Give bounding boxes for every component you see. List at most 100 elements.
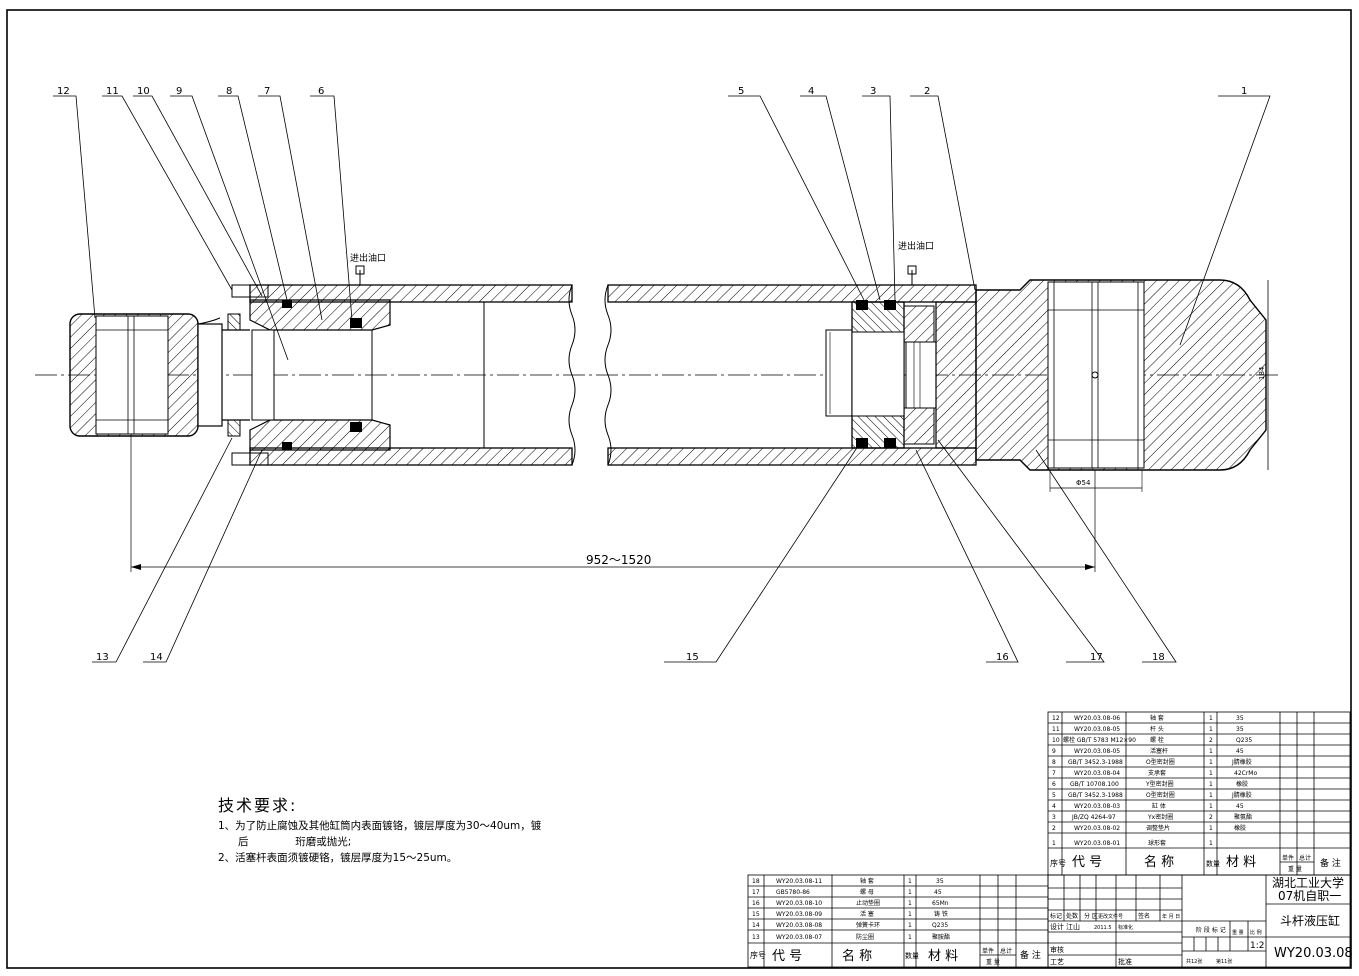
bom-r-mat-5: 42CrMo <box>1234 770 1257 777</box>
bom-r-name-10: 调整垫片 <box>1146 824 1170 832</box>
bom-l-hdr-name: 名 称 <box>842 948 872 964</box>
bom-r-name-4: O型密封圈 <box>1146 758 1175 766</box>
bom-r-code-7: GB/T 3452.3-1988 <box>1068 792 1123 799</box>
bom-l-name-2: 止动垫圈 <box>856 899 880 907</box>
bom-l-hdr-unit: 单件 <box>982 947 994 955</box>
bom-l-code-2: WY20.03.08-10 <box>776 900 822 907</box>
tb-part-name: 斗杆液压缸 <box>1280 913 1340 928</box>
tb-approve: 批准 <box>1118 957 1132 966</box>
balloon-14: 14 <box>150 652 163 663</box>
tech-line-2: 2、活塞杆表面须镀硬铬，镀层厚度为15～25um。 <box>218 852 458 864</box>
balloon-6: 6 <box>318 86 324 97</box>
bom-l-no-5: 13 <box>752 934 760 941</box>
bom-r-mat-9: 聚氨酯 <box>1234 813 1252 821</box>
tb-design: 设计 <box>1050 922 1064 931</box>
tech-line-1: 1、为了防止腐蚀及其他缸筒内表面镀铬，镀层厚度为30～40um，镀 <box>218 820 542 832</box>
bom-l-mat-2: 65Mn <box>932 900 949 907</box>
bom-r-mat-8: 45 <box>1236 803 1244 810</box>
bom-l-mat-1: 45 <box>934 889 942 896</box>
bom-r-no-11: 1 <box>1052 840 1056 847</box>
balloon-12: 12 <box>57 86 70 97</box>
bom-r-mat-4: J腈橡胶 <box>1231 758 1252 766</box>
balloon-9: 9 <box>176 86 182 97</box>
balloon-8: 8 <box>226 86 232 97</box>
bom-r-hdr-no: 序号 <box>1050 858 1066 868</box>
bom-r-no-2: 10 <box>1052 737 1060 744</box>
bom-r-name-2: 螺 栓 <box>1150 736 1164 744</box>
bom-r-name-3: 活塞杆 <box>1150 747 1168 755</box>
bom-l-code-4: WY20.03.08-08 <box>776 922 822 929</box>
bom-r-hdr-name: 名 称 <box>1144 854 1174 870</box>
bom-r-hdr-weight: 重 量 <box>1288 865 1302 873</box>
bom-r-qty-2: 2 <box>1209 737 1213 744</box>
bom-r-no-3: 9 <box>1052 748 1056 755</box>
tb-scale: 1:2 <box>1250 941 1264 951</box>
bom-l-hdr-mat: 材 料 <box>928 949 958 964</box>
bom-r-name-9: Yx密封圈 <box>1147 813 1173 821</box>
bom-l-mat-4: Q235 <box>932 922 948 929</box>
balloon-18: 18 <box>1152 652 1165 663</box>
tb-audit: 审核 <box>1050 945 1064 954</box>
tb-sign: 签名 <box>1138 912 1150 920</box>
balloon-13: 13 <box>96 652 109 663</box>
bom-l-hdr-weight: 重 量 <box>986 958 1000 966</box>
bom-left-text: 18 WY20.03.08-11 轴 套 1 35 17 GB5780-86 螺… <box>752 877 950 941</box>
bom-r-qty-4: 1 <box>1209 759 1213 766</box>
technical-requirements: 技术要求: 1、为了防止腐蚀及其他缸筒内表面镀铬，镀层厚度为30～40um，镀 … <box>218 796 618 866</box>
bom-l-code-3: WY20.03.08-09 <box>776 911 822 918</box>
bom-r-code-6: GB/T 10708.100 <box>1070 781 1119 788</box>
bom-l-code-1: GB5780-86 <box>776 889 810 896</box>
tb-weight: 重 量 <box>1232 929 1244 936</box>
dimension-stroke <box>130 436 1096 572</box>
bom-right-text: 12 WY20.03.08-06 轴 套 1 35 11 WY20.03.08-… <box>1052 714 1257 847</box>
bom-l-name-5: 防尘圈 <box>856 933 874 941</box>
bom-l-no-1: 17 <box>752 889 760 896</box>
bom-r-code-9: JB/ZQ 4264-97 <box>1071 814 1116 821</box>
bom-l-qty-0: 1 <box>908 878 912 885</box>
bom-r-no-4: 8 <box>1052 759 1056 766</box>
bom-table-left <box>747 874 1049 968</box>
bom-l-code-5: WY20.03.08-07 <box>776 934 822 941</box>
bom-r-code-5: WY20.03.08-04 <box>1074 770 1120 777</box>
balloon-10: 10 <box>137 86 150 97</box>
bom-l-qty-3: 1 <box>908 911 912 918</box>
bom-l-qty-5: 1 <box>908 934 912 941</box>
leader-lines <box>53 95 1271 663</box>
bom-l-hdr-code: 代 号 <box>772 949 802 964</box>
bom-l-name-1: 螺 母 <box>860 888 874 896</box>
bom-l-name-3: 活 塞 <box>860 910 874 918</box>
title-block <box>1047 874 1351 968</box>
bom-r-hdr-mat: 材 料 <box>1226 855 1256 870</box>
bom-r-no-6: 6 <box>1052 781 1056 788</box>
tb-date: 2011.5 <box>1094 925 1112 931</box>
tb-change-doc: 更改文件号 <box>1098 913 1123 920</box>
bom-l-mat-3: 铸 铁 <box>934 910 948 918</box>
tb-stage: 阶 段 标 记 <box>1196 926 1226 934</box>
balloon-labels: 12 11 10 9 8 7 6 5 4 3 2 1 13 14 15 16 1… <box>57 86 1247 663</box>
tb-scale-lbl: 比 例 <box>1250 929 1262 936</box>
tb-drawing-no: WY20.03.08 <box>1274 946 1353 961</box>
balloon-4: 4 <box>808 86 814 97</box>
bom-l-hdr-remark: 备 注 <box>1020 949 1041 961</box>
bom-r-mat-2: Q235 <box>1236 737 1252 744</box>
bom-l-code-0: WY20.03.08-11 <box>776 878 822 885</box>
rod-eye-left <box>69 313 223 437</box>
inlet-label-right: 进出油口 <box>898 240 934 252</box>
bom-r-code-10: WY20.03.08-02 <box>1074 825 1120 832</box>
bom-r-name-1: 杆 头 <box>1150 725 1164 733</box>
bom-r-code-3: WY20.03.08-05 <box>1074 748 1120 755</box>
bom-r-name-11: 球形套 <box>1148 839 1166 847</box>
bom-r-name-7: O型密封圈 <box>1146 791 1175 799</box>
bom-r-no-8: 4 <box>1052 803 1056 810</box>
bom-r-code-0: WY20.03.08-06 <box>1074 715 1120 722</box>
title-block-text: 湖北工业大学 07机自职一 斗杆液压缸 WY20.03.08 1:2 共12张 … <box>1050 875 1353 966</box>
rod-eye-right <box>975 279 1267 471</box>
bom-l-hdr-qty: 数量 <box>905 951 919 960</box>
bom-r-mat-0: 35 <box>1236 715 1244 722</box>
bom-r-hdr-unit: 单件 <box>1282 854 1294 862</box>
balloon-7: 7 <box>264 86 270 97</box>
bom-l-mat-0: 35 <box>936 878 944 885</box>
cylinder-barrel-left <box>249 265 576 466</box>
bom-r-hdr-qty: 数量 <box>1206 859 1220 868</box>
inlet-label-left: 进出油口 <box>350 252 386 264</box>
